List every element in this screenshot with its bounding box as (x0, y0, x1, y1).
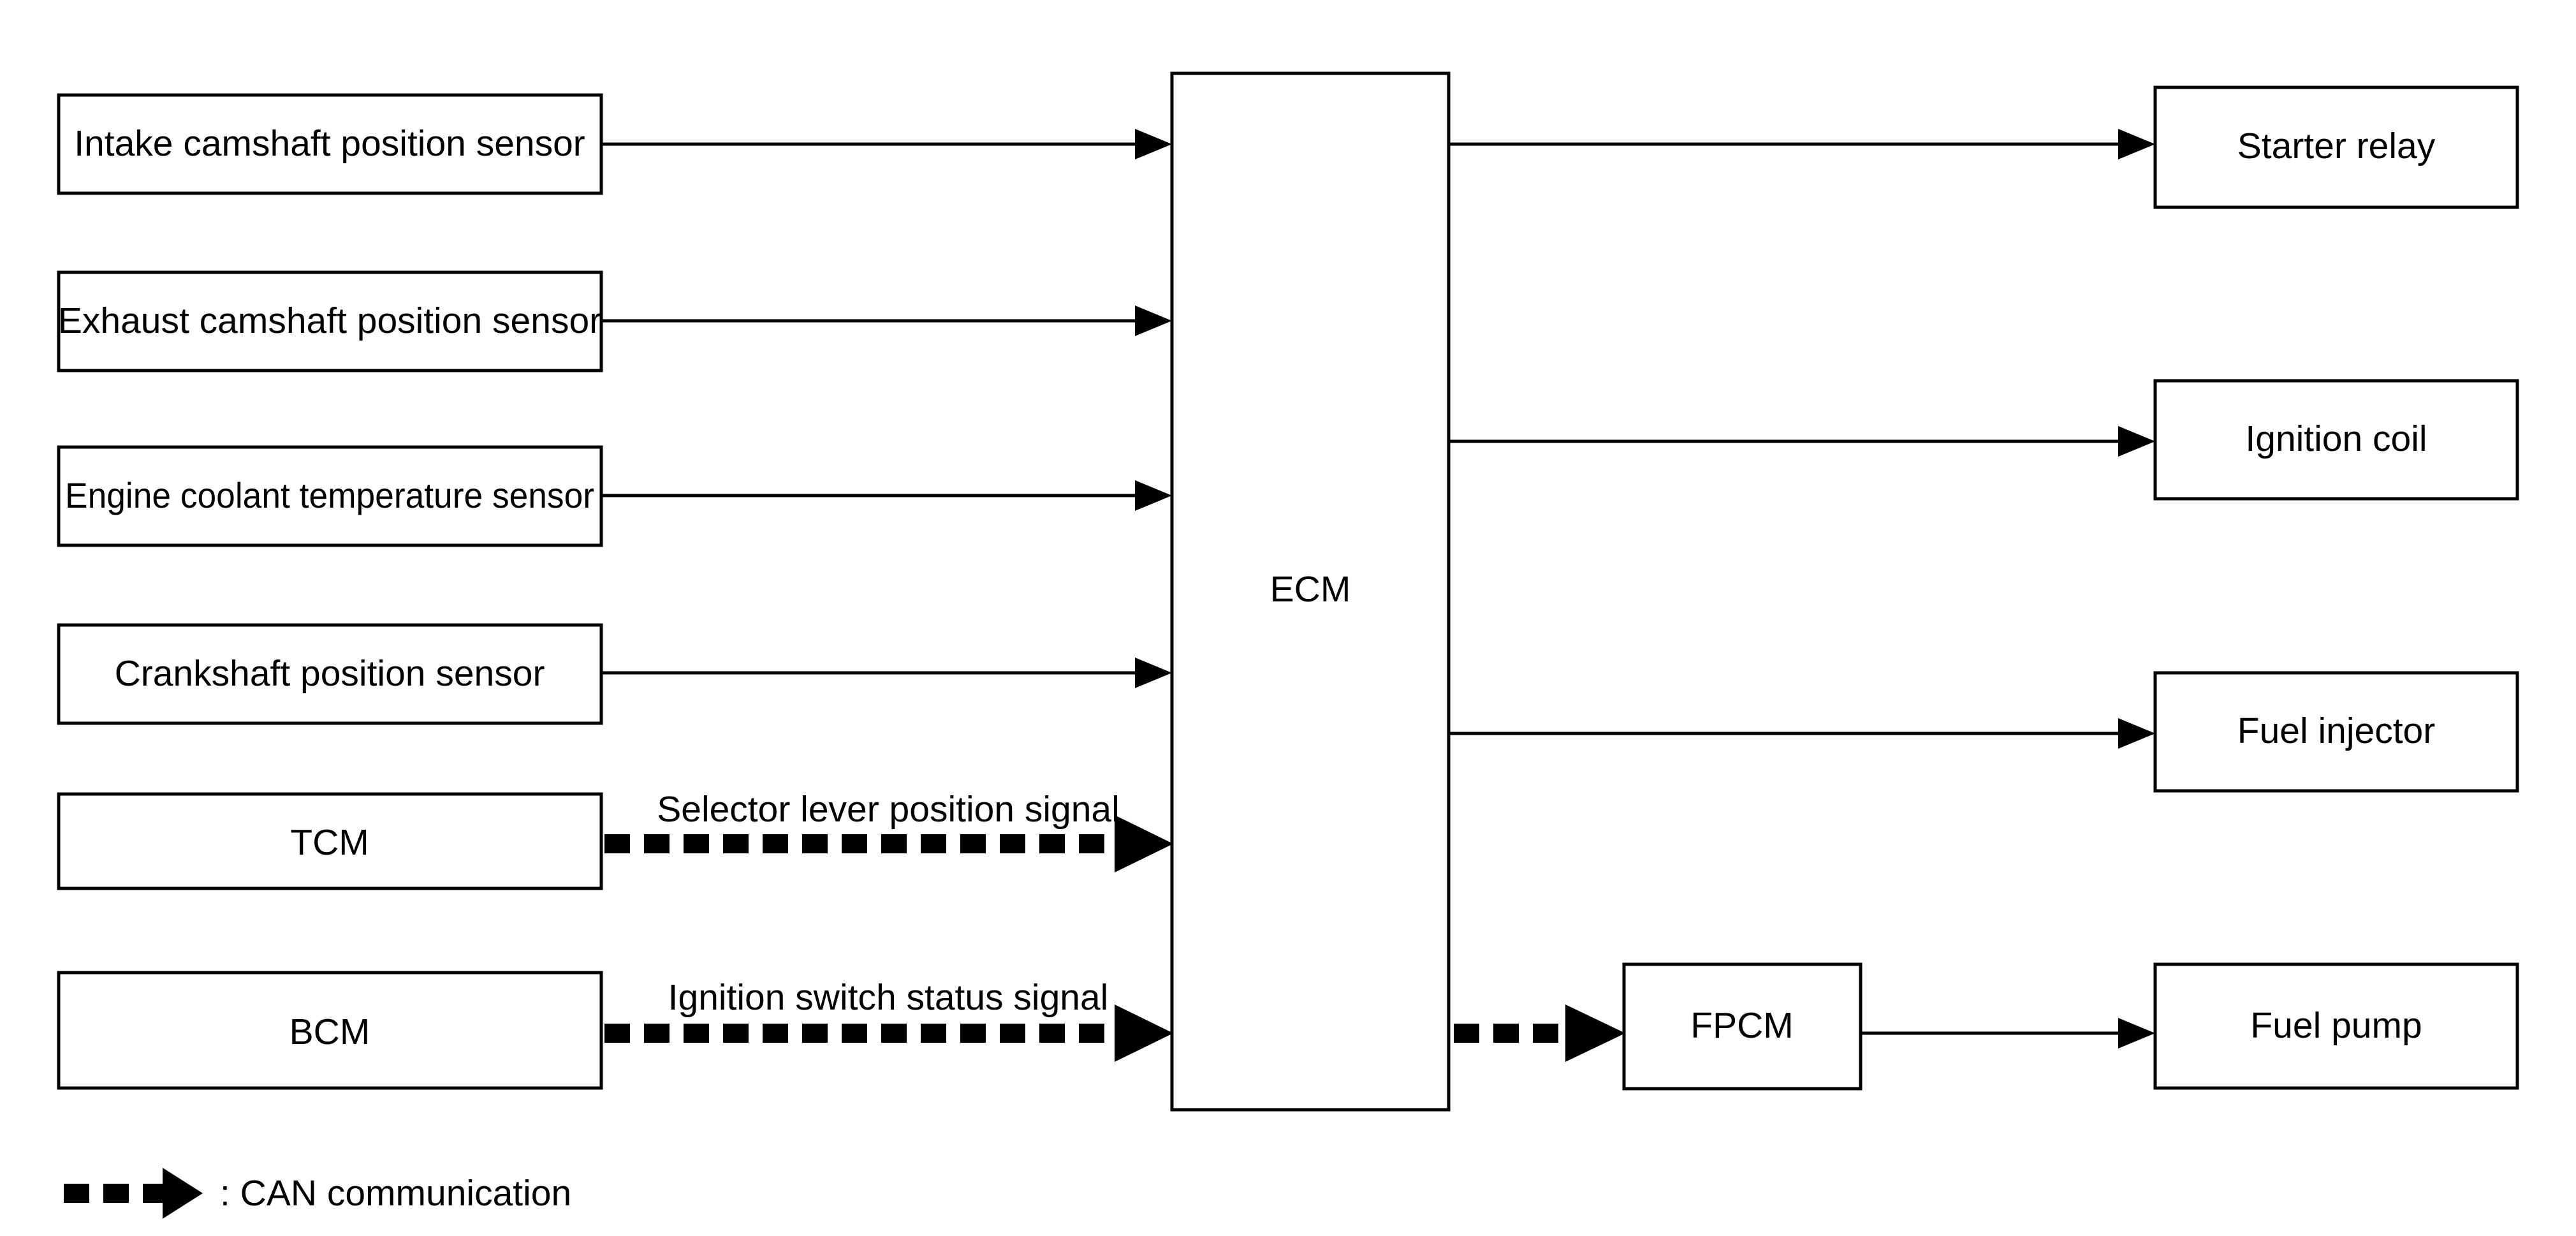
edge-label-ignition-switch-status-signal: Ignition switch status signal (668, 977, 1109, 1018)
node-fpcm[interactable]: FPCM (1622, 962, 1862, 1091)
can-communication-icon (64, 1168, 203, 1219)
node-label-ecm: ECM (1270, 569, 1351, 610)
node-fuel-pump[interactable]: Fuel pump (2153, 962, 2519, 1090)
node-fuel-injector[interactable]: Fuel injector (2153, 671, 2519, 793)
node-crankshaft-position-sensor[interactable]: Crankshaft position sensor (57, 623, 603, 725)
node-label-fuel-injector: Fuel injector (2237, 710, 2435, 751)
node-label-engine-coolant-temperature-sensor: Engine coolant temperature sensor (65, 475, 594, 515)
legend: : CAN communication (64, 1168, 571, 1219)
input-connector-crankshaft (601, 658, 1172, 688)
node-ecm[interactable]: ECM (1170, 71, 1451, 1112)
node-ignition-coil[interactable]: Ignition coil (2153, 379, 2519, 501)
node-label-exhaust-camshaft-position-sensor: Exhaust camshaft position sensor (58, 300, 601, 341)
input-connector-intake-camshaft (601, 129, 1172, 159)
node-exhaust-camshaft-position-sensor[interactable]: Exhaust camshaft position sensor (57, 270, 603, 372)
node-intake-camshaft-position-sensor[interactable]: Intake camshaft position sensor (57, 93, 603, 195)
node-label-bcm: BCM (289, 1012, 370, 1052)
input-connector-exhaust-camshaft (601, 305, 1172, 336)
input-connector-engine-coolant (601, 480, 1172, 511)
node-label-fuel-pump: Fuel pump (2250, 1005, 2422, 1046)
output-connector-fuel-pump (1861, 1018, 2155, 1048)
can-connector-ecm-to-fpcm (1454, 1004, 1625, 1062)
legend-label-can-communication: : CAN communication (220, 1173, 571, 1214)
node-label-ignition-coil: Ignition coil (2245, 418, 2427, 459)
node-label-tcm: TCM (290, 822, 369, 863)
node-label-starter-relay: Starter relay (2237, 126, 2436, 166)
output-connector-starter-relay (1449, 129, 2155, 159)
node-label-intake-camshaft-position-sensor: Intake camshaft position sensor (74, 123, 585, 164)
edge-label-selector-lever-position-signal: Selector lever position signal (657, 789, 1120, 830)
node-label-fpcm: FPCM (1690, 1005, 1793, 1046)
node-label-crankshaft-position-sensor: Crankshaft position sensor (115, 653, 545, 694)
output-connector-fuel-injector (1449, 718, 2155, 749)
node-engine-coolant-temperature-sensor[interactable]: Engine coolant temperature sensor (57, 445, 603, 547)
node-bcm[interactable]: BCM (57, 971, 603, 1090)
output-connector-ignition-coil (1449, 426, 2155, 457)
can-connector-bcm-to-ecm (604, 1004, 1173, 1062)
can-connector-tcm-to-ecm (604, 815, 1173, 872)
node-starter-relay[interactable]: Starter relay (2153, 85, 2519, 209)
node-tcm[interactable]: TCM (57, 792, 603, 890)
